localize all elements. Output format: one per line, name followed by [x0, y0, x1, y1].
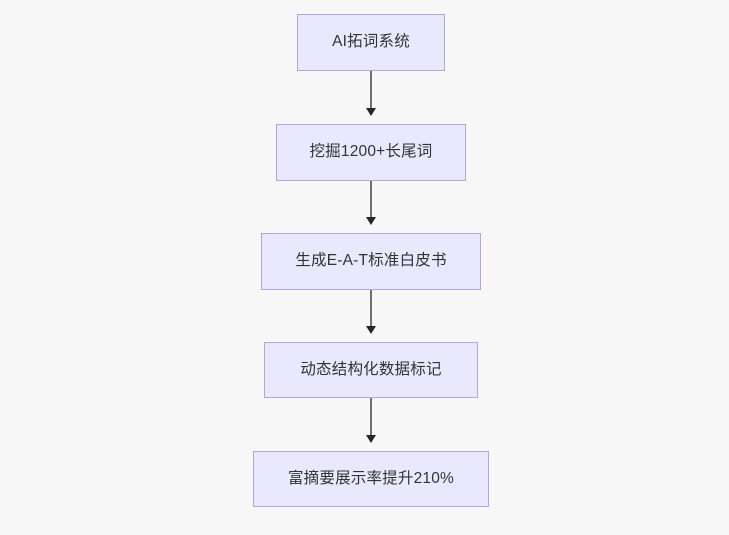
- flowchart-node-label: 动态结构化数据标记: [300, 360, 442, 378]
- edge-line: [370, 181, 372, 218]
- flowchart-node-rich-snippet-rate-increase[interactable]: 富摘要展示率提升210%: [253, 451, 489, 507]
- flowchart-node-dynamic-structured-data-markup[interactable]: 动态结构化数据标记: [264, 342, 478, 398]
- flowchart-node-ai-keyword-system[interactable]: AI拓词系统: [297, 14, 445, 71]
- arrowhead-icon: [366, 435, 376, 443]
- flowchart-node-label: AI拓词系统: [332, 33, 410, 51]
- flowchart-node-generate-eat-whitepaper[interactable]: 生成E-A-T标准白皮书: [261, 233, 481, 290]
- edge-line: [370, 398, 372, 436]
- flowchart-node-label: 挖掘1200+长尾词: [309, 143, 433, 161]
- arrowhead-icon: [366, 326, 376, 334]
- arrowhead-icon: [366, 108, 376, 116]
- edge-line: [370, 71, 372, 109]
- arrowhead-icon: [366, 217, 376, 225]
- flowchart-node-label: 生成E-A-T标准白皮书: [295, 252, 447, 270]
- edge-line: [370, 290, 372, 327]
- flowchart-node-label: 富摘要展示率提升210%: [287, 469, 455, 487]
- flowchart-node-mine-longtail-keywords[interactable]: 挖掘1200+长尾词: [276, 124, 466, 181]
